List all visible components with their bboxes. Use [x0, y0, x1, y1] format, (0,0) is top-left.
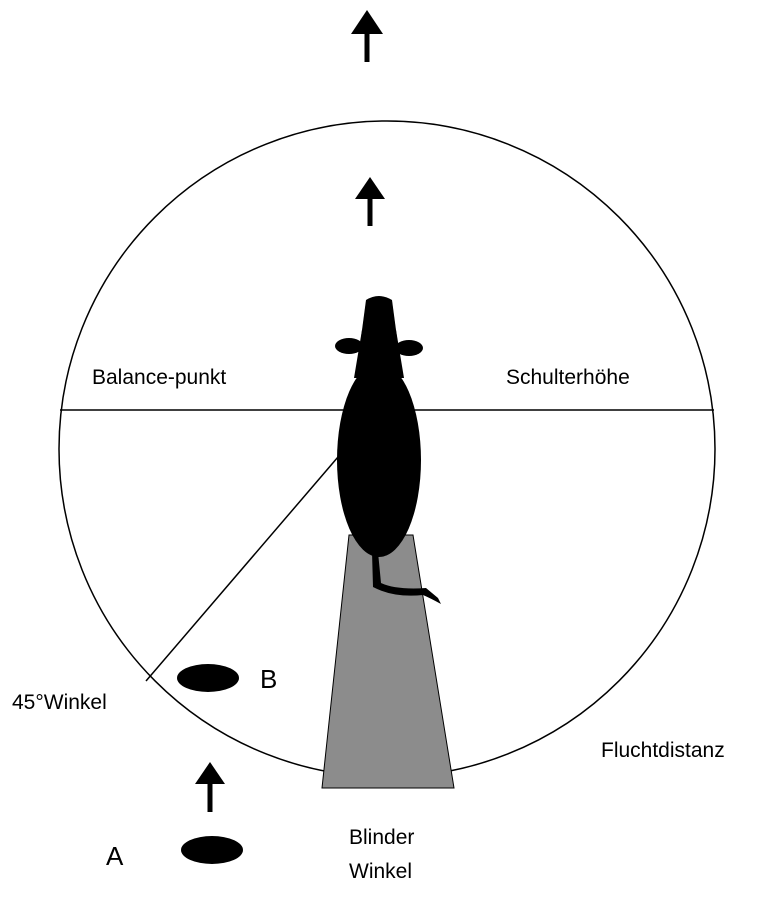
shoulder-height-label: Schulterhöhe	[506, 366, 630, 389]
balance-point-label: Balance-punkt	[92, 366, 226, 389]
arrow-up-icon	[351, 10, 383, 62]
position-a-label: A	[106, 841, 124, 871]
arrow-up-icon	[195, 762, 225, 812]
flight-distance-label: Fluchtdistanz	[601, 739, 725, 762]
blind-spot-label-line2: Winkel	[349, 860, 412, 883]
handler-position-b-marker	[177, 664, 239, 692]
handler-position-a-marker	[181, 836, 243, 864]
blind-spot-label-line1: Blinder	[349, 826, 414, 849]
angle-45-label: 45°Winkel	[12, 691, 107, 714]
position-b-label: B	[260, 664, 277, 694]
